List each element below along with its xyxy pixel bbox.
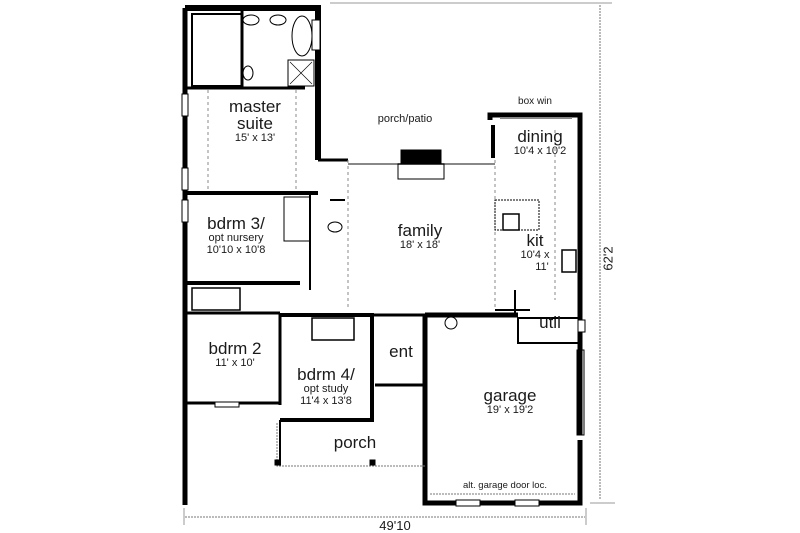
room-name: bdrm 4/ [297, 365, 355, 384]
room-name: master [229, 97, 281, 116]
room-bdrm3-label: bdrm 3/ opt nursery 10'10 x 10'8 [188, 215, 284, 256]
room-name: garage [483, 386, 537, 405]
room-dimensions: 11' [535, 261, 549, 273]
room-porch-patio-label: porch/patio [377, 113, 433, 125]
room-subtitle: opt study [303, 383, 349, 395]
room-name: family [397, 221, 443, 240]
room-dimensions: 15' x 13' [234, 132, 276, 144]
room-dimensions: 18' x 18' [399, 239, 441, 251]
room-name: kit [526, 231, 544, 250]
room-master-suite-label: master suite 15' x 13' [210, 98, 300, 144]
room-dimensions: 11'4 x 13'8 [300, 395, 352, 407]
box-window-note: box win [518, 96, 552, 107]
room-name: bdrm 3/ [207, 214, 265, 233]
room-name: dining [517, 127, 563, 146]
room-bdrm4-label: bdrm 4/ opt study 11'4 x 13'8 [290, 366, 362, 407]
room-porch-label: porch [333, 433, 377, 452]
room-dimensions: 10'4 x [520, 249, 550, 261]
room-dimensions: 10'10 x 10'8 [206, 244, 266, 256]
room-ent-label: ent [389, 342, 413, 361]
room-family-label: family 18' x 18' [380, 222, 460, 251]
room-name: suite [237, 114, 273, 133]
overall-depth-dimension: 62'2 [600, 246, 616, 271]
room-dimensions: 11' x 10' [215, 357, 255, 369]
room-name: bdrm 2 [208, 339, 262, 358]
room-dimensions: 19' x 19'2 [486, 404, 534, 416]
room-subtitle: opt nursery [208, 232, 264, 244]
garage-door-note: alt. garage door loc. [463, 480, 547, 491]
room-util-label: util [539, 313, 561, 332]
room-garage-label: garage 19' x 19'2 [470, 387, 550, 416]
overall-width-dimension: 49'10 [379, 518, 411, 533]
room-kit-label: kit 10'4 x 11' [510, 232, 560, 273]
room-dimensions: 10'4 x 10'2 [513, 145, 567, 157]
room-bdrm2-label: bdrm 2 11' x 10' [195, 340, 275, 369]
room-dining-label: dining 10'4 x 10'2 [500, 128, 580, 157]
